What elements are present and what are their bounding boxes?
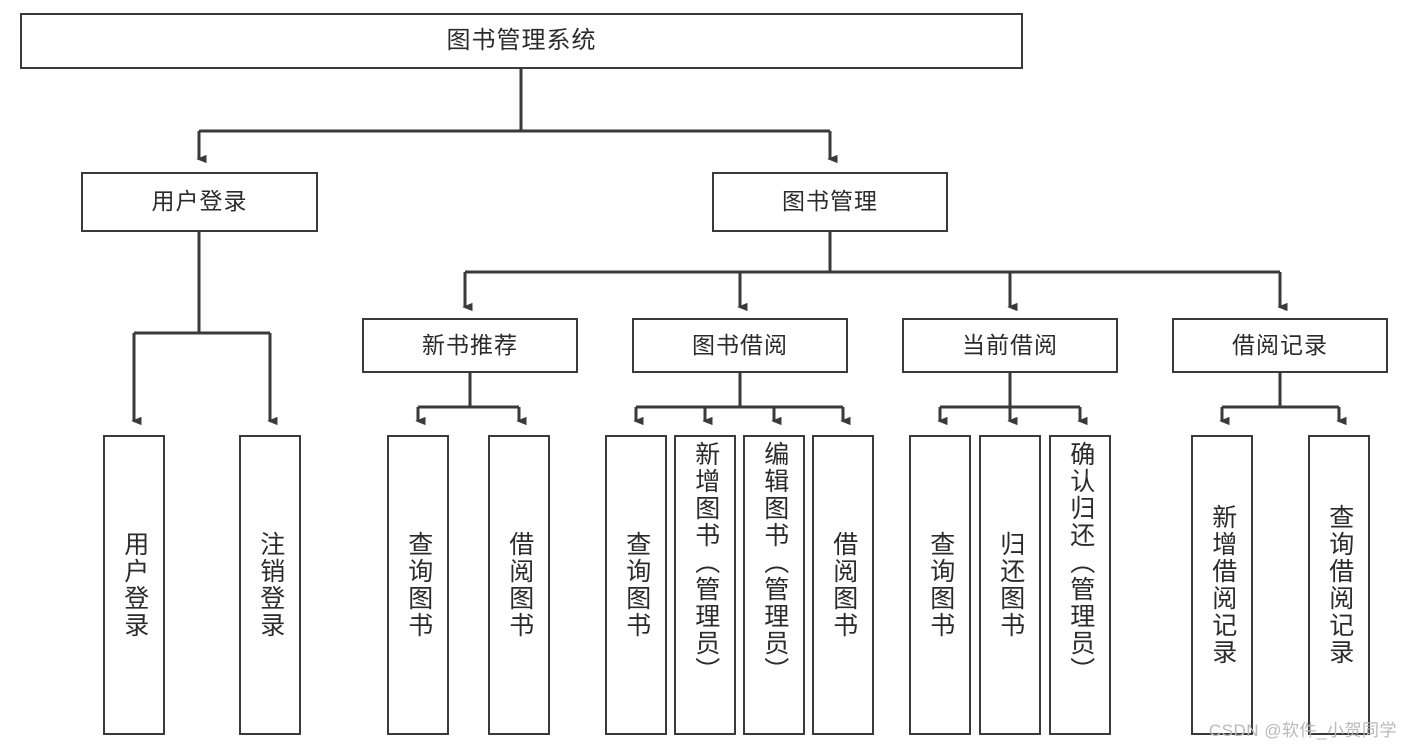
- leaf-text-wrap: 确认归还（管理员）: [1051, 437, 1109, 737]
- leaf-label: 查询图书: [404, 531, 433, 639]
- leaf-text-wrap: 新增图书（管理员）: [676, 437, 734, 737]
- node-current-borrow[interactable]: 当前借阅: [902, 318, 1118, 373]
- leaf-label: 新增图书（管理员）: [691, 441, 720, 684]
- node-label: 图书借阅: [692, 331, 788, 358]
- leaf-user-login-login[interactable]: 用户登录: [103, 435, 165, 735]
- leaf-text-wrap: 注销登录: [241, 437, 299, 733]
- leaf-label: 借阅图书: [829, 531, 858, 639]
- leaf-label: 查询借阅记录: [1325, 504, 1354, 666]
- node-label: 图书管理系统: [446, 26, 597, 54]
- leaf-text-wrap: 查询图书: [607, 437, 665, 733]
- node-label: 当前借阅: [962, 331, 1058, 358]
- leaf-text-wrap: 借阅图书: [814, 437, 872, 733]
- leaf-user-login-logout[interactable]: 注销登录: [239, 435, 301, 735]
- leaf-text-wrap: 查询借阅记录: [1310, 437, 1368, 733]
- node-label: 用户登录: [151, 188, 248, 215]
- leaf-borrow-records-add-record[interactable]: 新增借阅记录: [1191, 435, 1253, 735]
- node-book-management[interactable]: 图书管理: [712, 172, 948, 232]
- leaf-text-wrap: 借阅图书: [490, 437, 548, 733]
- leaf-label: 查询图书: [926, 531, 955, 639]
- leaf-text-wrap: 编辑图书（管理员）: [745, 437, 803, 737]
- leaf-label: 注销登录: [256, 531, 285, 639]
- leaf-label: 用户登录: [120, 531, 149, 639]
- node-root-library-system[interactable]: 图书管理系统: [20, 13, 1023, 69]
- leaf-current-borrow-query-books[interactable]: 查询图书: [909, 435, 971, 735]
- leaf-text-wrap: 用户登录: [105, 437, 163, 733]
- node-label: 新书推荐: [422, 331, 518, 358]
- leaf-text-wrap: 查询图书: [389, 437, 447, 733]
- leaf-label: 确认归还（管理员）: [1066, 441, 1095, 684]
- leaf-borrow-records-query-record[interactable]: 查询借阅记录: [1308, 435, 1370, 735]
- leaf-label: 编辑图书（管理员）: [760, 441, 789, 684]
- watermark: CSDN @软件_小贺同学: [1208, 721, 1397, 740]
- node-new-book-recommend[interactable]: 新书推荐: [362, 318, 578, 373]
- leaf-book-borrow-borrow-books[interactable]: 借阅图书: [812, 435, 874, 735]
- leaf-text-wrap: 归还图书: [981, 437, 1039, 733]
- leaf-new-book-query-books[interactable]: 查询图书: [387, 435, 449, 735]
- leaf-label: 新增借阅记录: [1208, 504, 1237, 666]
- leaf-book-borrow-query-books[interactable]: 查询图书: [605, 435, 667, 735]
- leaf-book-borrow-edit-book-admin[interactable]: 编辑图书（管理员）: [743, 435, 805, 735]
- node-label: 借阅记录: [1232, 331, 1328, 358]
- leaf-book-borrow-add-book-admin[interactable]: 新增图书（管理员）: [674, 435, 736, 735]
- node-label: 图书管理: [782, 188, 878, 215]
- leaf-current-borrow-return-books[interactable]: 归还图书: [979, 435, 1041, 735]
- leaf-text-wrap: 查询图书: [911, 437, 969, 733]
- leaf-new-book-borrow-books[interactable]: 借阅图书: [488, 435, 550, 735]
- leaf-label: 查询图书: [622, 531, 651, 639]
- leaf-label: 借阅图书: [505, 531, 534, 639]
- node-book-borrow[interactable]: 图书借阅: [632, 318, 848, 373]
- node-user-login[interactable]: 用户登录: [81, 172, 318, 232]
- leaf-current-borrow-confirm-return-admin[interactable]: 确认归还（管理员）: [1049, 435, 1111, 735]
- leaf-label: 归还图书: [996, 531, 1025, 639]
- leaf-text-wrap: 新增借阅记录: [1193, 437, 1251, 733]
- node-borrow-records[interactable]: 借阅记录: [1172, 318, 1388, 373]
